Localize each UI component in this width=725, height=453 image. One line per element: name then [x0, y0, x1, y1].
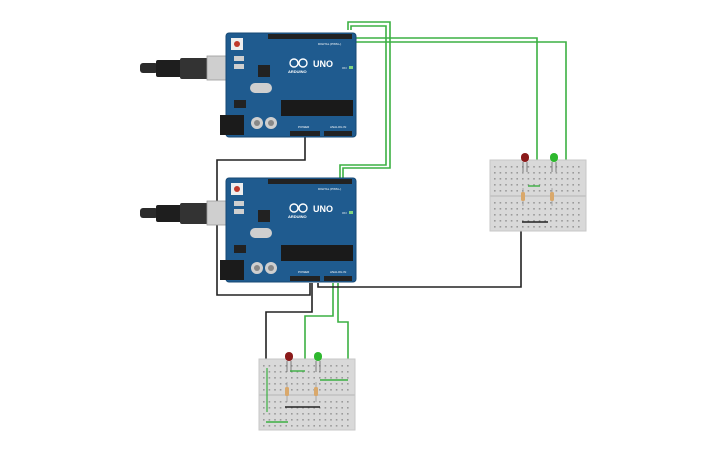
- digital-label: DIGITAL (PWM~): [318, 42, 341, 46]
- led-red[interactable]: [285, 352, 293, 372]
- breadboard-holes: [263, 365, 349, 427]
- resistor[interactable]: [285, 382, 289, 402]
- wire-green[interactable]: [339, 25, 387, 184]
- wires: [216, 21, 567, 372]
- digital-header[interactable]: [268, 179, 352, 184]
- resistor[interactable]: [521, 188, 525, 206]
- analog-header[interactable]: [324, 131, 352, 136]
- microcontroller-chip: [281, 245, 353, 261]
- wire-black[interactable]: [216, 136, 311, 296]
- arduino-logo: [289, 203, 308, 213]
- analog-header[interactable]: [324, 276, 352, 281]
- arduino-board-1[interactable]: DIGITAL (PWM~) ARDUINO UNO ON POWER ANAL…: [220, 32, 357, 138]
- digital-header[interactable]: [268, 34, 352, 39]
- arduino-board-2[interactable]: DIGITAL (PWM~) ARDUINO UNO ON POWER ANAL…: [220, 177, 357, 283]
- usb-cable-2[interactable]: [140, 200, 241, 226]
- breadboard-holes: [494, 166, 580, 228]
- usb-cable-1[interactable]: [140, 55, 241, 81]
- power-label: POWER: [298, 270, 310, 274]
- wire-black[interactable]: [265, 283, 313, 368]
- power-jack[interactable]: [220, 115, 244, 135]
- led-green[interactable]: [550, 153, 558, 172]
- digital-label: DIGITAL (PWM~): [318, 187, 341, 191]
- wire-green[interactable]: [342, 21, 391, 184]
- wire-green[interactable]: [346, 41, 567, 168]
- breadboard-bottom[interactable]: [258, 352, 356, 431]
- arduino-logo: [289, 58, 308, 68]
- power-header[interactable]: [290, 131, 320, 136]
- analog-label: ANALOG IN: [330, 125, 346, 129]
- wire-green[interactable]: [337, 283, 349, 372]
- on-led: [349, 211, 353, 214]
- brand-label: ARDUINO: [288, 69, 307, 74]
- led-green[interactable]: [314, 352, 322, 372]
- led-red[interactable]: [521, 153, 529, 172]
- resistor[interactable]: [314, 382, 318, 402]
- wire-green[interactable]: [344, 37, 538, 162]
- model-label: UNO: [313, 204, 333, 214]
- power-header[interactable]: [290, 276, 320, 281]
- on-led: [349, 66, 353, 69]
- brand-label: ARDUINO: [288, 214, 307, 219]
- model-label: UNO: [313, 59, 333, 69]
- resistor[interactable]: [550, 188, 554, 206]
- wire-green[interactable]: [304, 283, 334, 370]
- breadboard-right[interactable]: [489, 153, 587, 232]
- analog-label: ANALOG IN: [330, 270, 346, 274]
- on-label: ON: [342, 66, 347, 70]
- power-jack[interactable]: [220, 260, 244, 280]
- microcontroller-chip: [281, 100, 353, 116]
- on-label: ON: [342, 211, 347, 215]
- power-label: POWER: [298, 125, 310, 129]
